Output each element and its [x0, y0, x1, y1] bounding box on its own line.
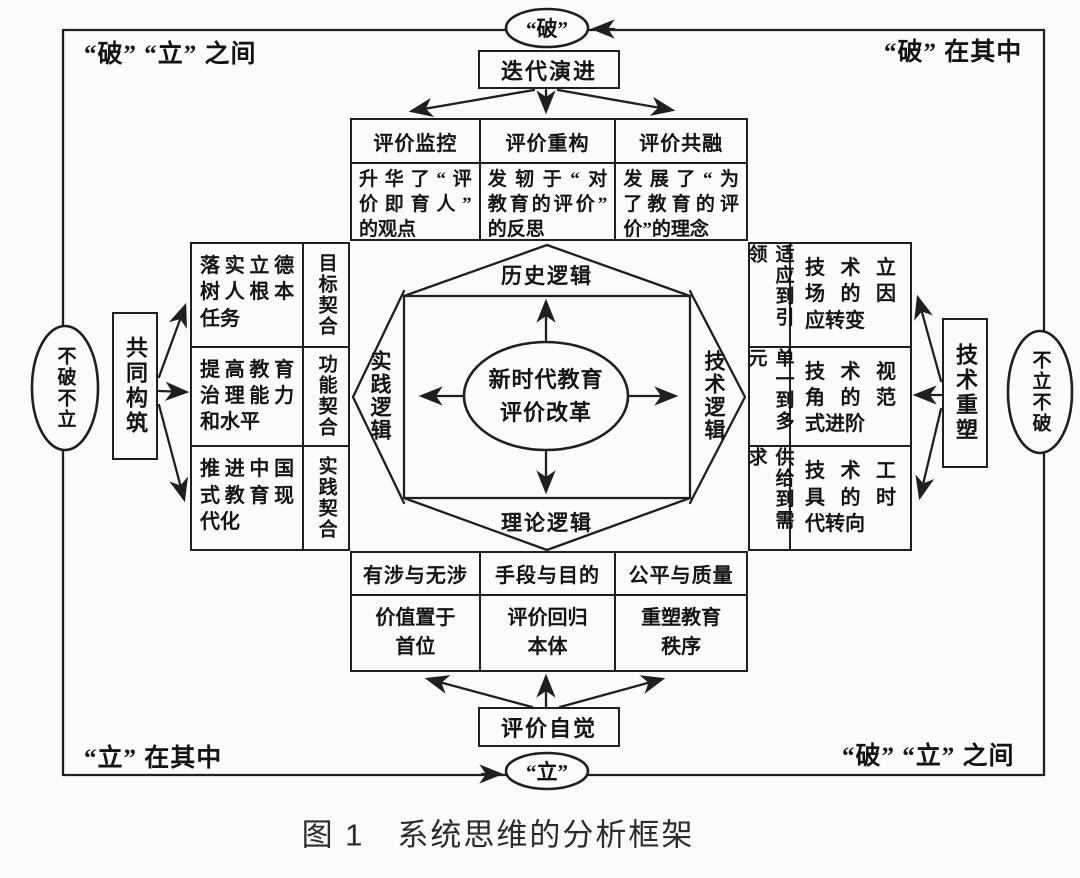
left-fit-label: 实践契合: [315, 456, 337, 541]
bupo-buli-label: 不破不立: [54, 346, 76, 430]
left-task-cell: 提高教育治理能力和水平: [192, 347, 305, 448]
compass-left-triangle: [351, 289, 406, 505]
right-shift-cell: 适应到引领: [745, 244, 793, 348]
top-table-header: 评价共融: [616, 120, 746, 164]
bottom-table: 有涉与无涉 手段与目的 公平与质量 价值置于 首位 评价回归 本体 重塑教育 秩…: [350, 551, 748, 672]
right-shift-label: 适应到引领: [745, 244, 794, 328]
top-table-body-cell: 升华了“评价即育人”的观点: [352, 164, 481, 240]
buli-bupo-label: 不立不破: [1029, 350, 1051, 434]
corner-label-bottom-right: “破” “立” 之间: [842, 743, 1015, 770]
top-table-header: 评价监控: [352, 120, 481, 164]
left-fit-cell: 目标契合: [304, 244, 348, 348]
awake-box: 评价自觉: [478, 707, 620, 747]
right-detail-cell: 技术视角的范式进阶: [790, 348, 910, 448]
figure-caption: 图 1 系统思维的分析框架: [301, 817, 695, 853]
iterate-box: 迭代演进: [478, 50, 620, 89]
bupo-buli-ellipse: [30, 324, 100, 452]
top-table-body-cell: 发展了“为了教育的评价”的理念: [623, 169, 739, 241]
logic-label-history: 历史逻辑: [501, 264, 593, 288]
build-box: 共同构筑: [112, 312, 158, 460]
right-shift-cell: 供给到需求: [745, 447, 793, 549]
reshape-arrow-bottom: [915, 407, 943, 501]
right-detail-cell: 技术立场的因应转变: [790, 244, 910, 348]
compass-top-triangle: [402, 243, 692, 298]
li-ellipse-label: “立”: [526, 760, 568, 784]
left-table: 落实立德树人根本任务 目标契合 提高教育治理能力和水平 功能契合 推进中国式教育…: [190, 242, 350, 551]
left-task-cell: 推进中国式教育现代化: [192, 447, 305, 549]
corner-label-top-left: “破” “立” 之间: [84, 41, 257, 68]
left-fit-cell: 实践契合: [304, 447, 348, 549]
left-fit-label: 目标契合: [315, 252, 337, 337]
right-shift-label: 单一到多元: [745, 347, 794, 432]
corner-label-top-right: “破” 在其中: [884, 39, 1023, 66]
bottom-table-body-cell: 价值置于 首位: [352, 596, 481, 670]
core-label: 新时代教育 评价改革: [488, 367, 604, 425]
top-table-body-cell: 发轫于“对教育的评价”的反思: [481, 164, 617, 240]
iterate-arrow-right: [556, 88, 676, 116]
build-arrow-bottom: [157, 403, 188, 503]
build-arrow-top: [157, 302, 187, 379]
awake-arrow-right: [558, 675, 666, 709]
awake-arrow-left: [424, 675, 534, 709]
left-task-cell: 落实立德树人根本任务: [192, 244, 305, 348]
compass-right-triangle: [688, 289, 747, 505]
bottom-table-body-cell: 评价回归 本体: [481, 596, 617, 670]
bottom-table-header: 有涉与无涉: [352, 553, 481, 596]
reshape-box: 技术重塑: [942, 318, 988, 468]
li-ellipse: [504, 751, 590, 791]
bottom-table-header: 手段与目的: [480, 553, 617, 596]
top-table-header: 评价重构: [480, 120, 617, 164]
po-ellipse-label: “破”: [526, 17, 568, 41]
bottom-table-header: 公平与质量: [616, 553, 746, 596]
build-arrow-middle: [157, 381, 190, 401]
right-detail-cell: 技术工具的时代转向: [804, 460, 896, 536]
right-shift-label: 供给到需求: [745, 447, 794, 532]
reshape-arrow-top: [914, 294, 943, 383]
corner-label-bottom-left: “立” 在其中: [84, 745, 223, 772]
logic-label-practice: 实践逻辑: [368, 350, 392, 442]
bottom-table-body-cell: 重塑教育 秩序: [641, 607, 722, 658]
compass-bottom-triangle: [402, 496, 692, 552]
right-shift-cell: 单一到多元: [745, 347, 793, 448]
left-fit-cell: 功能契合: [304, 348, 348, 448]
po-ellipse: [504, 7, 590, 49]
top-table: 评价监控 评价重构 评价共融 升华了“评价即育人”的观点 发轫于“对教育的评价”…: [350, 118, 748, 241]
buli-bupo-ellipse: [1006, 329, 1074, 455]
left-fit-label: 功能契合: [315, 354, 337, 439]
logic-label-technology: 技术逻辑: [702, 350, 726, 442]
compass-inner-rect: [402, 294, 692, 500]
right-table: 适应到引领 技术立场的因应转变 单一到多元 技术视角的范式进阶 供给到需求 技术…: [745, 242, 912, 551]
iterate-arrow-left: [408, 88, 536, 117]
logic-label-theory: 理论逻辑: [501, 511, 593, 535]
